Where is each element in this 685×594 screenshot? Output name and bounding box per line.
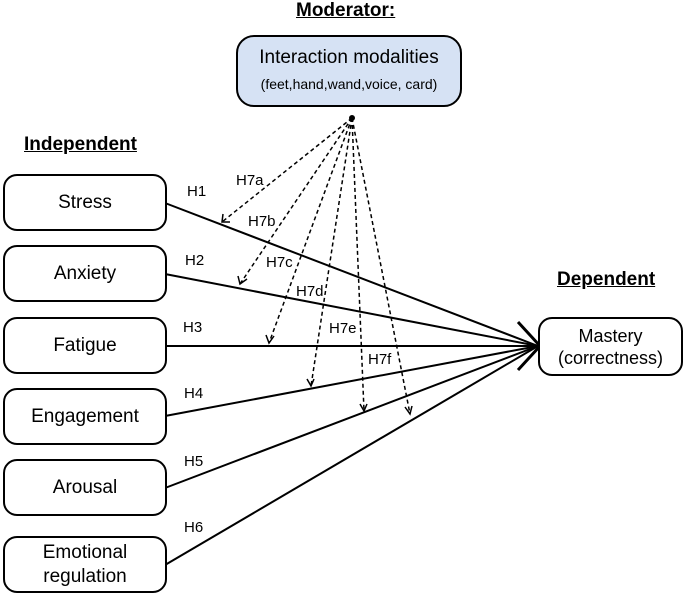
label-h7c: H7c <box>266 254 293 271</box>
independent-box-emotional-regulation: Emotional regulation <box>3 536 167 593</box>
label-h2: H2 <box>185 252 205 269</box>
moderator-origin-dot <box>349 115 355 121</box>
label-h7f: H7f <box>368 351 392 368</box>
h7a-arrowhead <box>221 213 230 223</box>
path-h5 <box>164 345 539 489</box>
path-h7c <box>268 117 353 344</box>
h7c-arrowhead <box>265 334 275 345</box>
dependent-title: Mastery <box>578 325 643 346</box>
independent-heading: Independent <box>24 134 137 155</box>
path-h4 <box>164 345 539 417</box>
path-h7a <box>221 117 353 223</box>
path-h7f <box>351 117 411 415</box>
h7b-arrowhead <box>237 275 248 286</box>
h7f-arrowhead <box>404 405 413 416</box>
moderator-subtitle: (feet,hand,wand,voice, card) <box>260 76 438 92</box>
dependent-box-mastery: Mastery (correctness) <box>538 317 683 376</box>
label-h7a: H7a <box>236 172 264 189</box>
independent-box-fatigue: Fatigue <box>3 317 167 374</box>
moderator-box: Interaction modalities (feet,hand,wand,v… <box>236 35 462 107</box>
dependent-subtitle: (correctness) <box>557 347 664 368</box>
moderator-title: Interaction modalities <box>259 47 439 68</box>
path-h2 <box>164 273 539 347</box>
h7e-arrowhead <box>359 403 368 413</box>
independent-box-engagement: Engagement <box>3 388 167 445</box>
label-h4: H4 <box>184 385 204 402</box>
label-h7d: H7d <box>296 283 324 300</box>
dependent-heading: Dependent <box>557 269 656 290</box>
path-h1 <box>164 202 539 347</box>
independent-box-arousal: Arousal <box>3 459 167 516</box>
label-h7e: H7e <box>329 320 357 337</box>
path-h7b <box>239 117 353 285</box>
label-h3: H3 <box>183 319 203 336</box>
path-h7d <box>310 117 353 387</box>
moderator-heading: Moderator: <box>296 0 396 21</box>
label-h1: H1 <box>187 183 207 200</box>
independent-box-stress: Stress <box>3 174 167 231</box>
independent-box-anxiety: Anxiety <box>3 245 167 302</box>
label-h5: H5 <box>184 453 204 470</box>
path-h6 <box>164 345 539 566</box>
h7d-arrowhead <box>306 378 315 388</box>
label-h6: H6 <box>184 519 204 536</box>
label-h7b: H7b <box>248 213 276 230</box>
path-h7e <box>351 117 365 412</box>
